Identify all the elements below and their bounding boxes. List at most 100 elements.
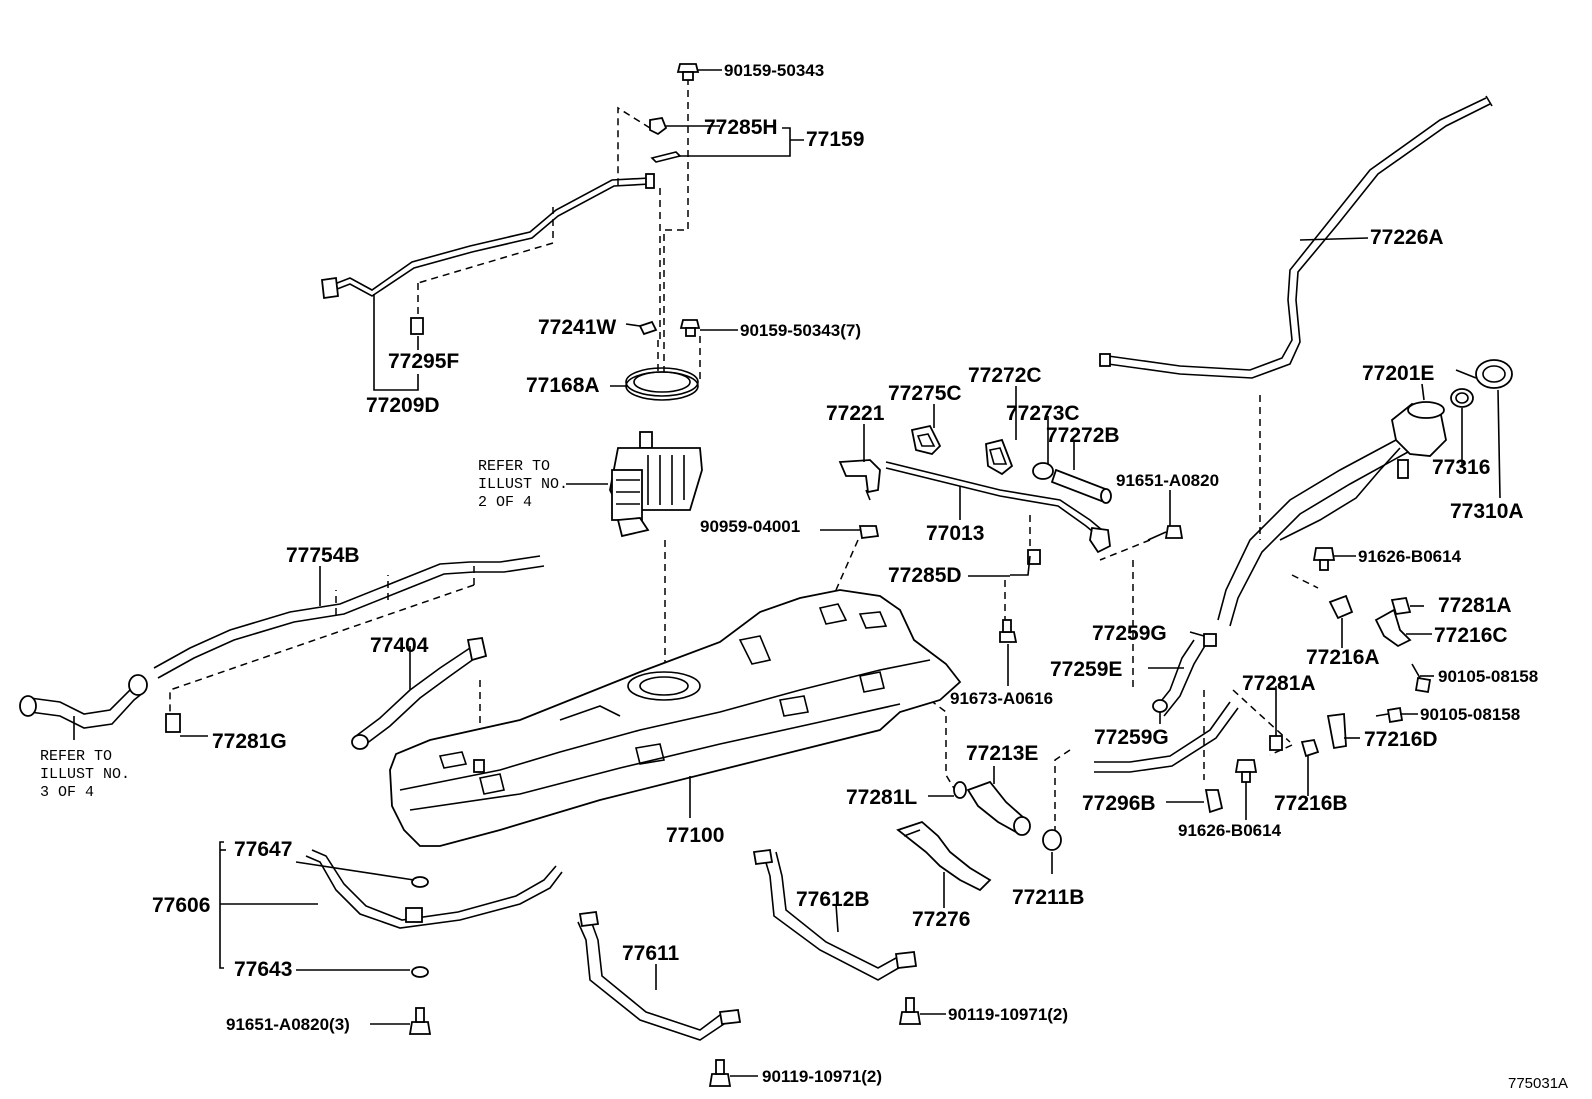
filler-pipe-77226A [1099,95,1493,379]
part-label: 77221 [826,402,885,425]
hose-77296B [1094,701,1239,814]
part-label: 77159 [806,128,864,151]
bolt-90159-50343 [676,63,700,81]
part-label: 77241W [538,316,616,339]
part-label: 77272B [1046,424,1120,447]
packing-77272C [985,438,1014,476]
part-label: 77281A [1438,594,1512,617]
part-label: 77754B [286,544,360,567]
bolt-91673-A0616 [999,619,1018,643]
tank-band-77611 [577,910,742,1041]
part-label: 77310A [1450,500,1524,523]
note-line: ILLUST NO. [478,476,568,493]
part-label: 77216B [1274,792,1348,815]
part-label: 77612B [796,888,870,911]
filler-hose-lower-left [19,674,148,729]
clip-77216B [1300,738,1320,758]
part-label: 77316 [1432,456,1490,479]
part-label: 77285H [704,116,778,139]
clamp-77259G-upper [1203,633,1217,647]
dashed-lines [169,78,1319,830]
part-label: 77259G [1092,622,1167,645]
bracket-77216D [1326,712,1347,750]
clip-77241W [638,320,658,336]
washer-77643 [411,966,429,978]
refer-note-2-of-4: REFER TO ILLUST NO. 2 OF 4 [478,458,568,511]
part-label: 77285D [888,564,962,587]
part-label: 90159-50343 [724,61,824,80]
clamp-77259G-lower [1152,699,1168,713]
bracket-77216A [1328,594,1354,620]
clamp-77211B [1042,829,1062,851]
bracket-77216C [1374,608,1412,648]
part-label: 90959-04001 [700,517,800,536]
bolt-91651-A0820-3 [408,1007,432,1035]
gasket-77275C [910,424,942,455]
tube-77272B [1050,468,1112,504]
clip-77281A-lower [1269,735,1283,751]
clamp-77159 [650,151,682,163]
part-label: 77296B [1082,792,1156,815]
part-label: 77272C [968,364,1042,387]
part-label: 91626-B0614 [1178,821,1282,840]
part-label: 77213E [966,742,1038,765]
part-label: 77404 [370,634,429,657]
clip-90959-04001 [858,525,880,540]
fuel-pump-module [609,431,703,538]
part-label: 91651-A0820 [1116,471,1219,490]
leader-lines [73,69,1501,1077]
refer-note-3-of-4: REFER TO ILLUST NO. 3 OF 4 [40,748,130,801]
bolt-91626-B0614-upper [1312,547,1336,571]
clamp-77273C [1032,462,1054,480]
part-label: 77606 [152,894,210,917]
note-line: REFER TO [478,458,550,475]
note-line: 3 OF 4 [40,784,94,801]
fuel-tank-77100 [389,589,962,847]
part-label: 77273C [1006,402,1080,425]
note-line: ILLUST NO. [40,766,130,783]
bolt-90105-08158-upper [1411,663,1432,694]
gasket-77316 [1450,388,1474,408]
bolt-90159-50343-7 [679,319,701,337]
part-label: 77216D [1364,728,1438,751]
part-label: 77276 [912,908,970,931]
bolt-91651-A0820 [1147,525,1184,541]
note-line: 2 OF 4 [478,494,532,511]
part-label: 90119-10971(2) [948,1005,1068,1024]
part-label: 77201E [1362,362,1434,385]
part-label: 91651-A0820(3) [226,1015,350,1034]
part-label: 90105-08158 [1438,667,1538,686]
part-label: 90159-50343(7) [740,321,861,340]
bolt-91626-B0614-lower [1234,759,1258,783]
part-label: 77259E [1050,658,1122,681]
cap-77310A [1455,359,1513,389]
part-label: 77281L [846,786,917,809]
part-label: 77226A [1370,226,1444,249]
part-label: 77100 [666,824,724,847]
retainer-ring-77168A [625,367,699,401]
part-label: 77013 [926,522,984,545]
tank-band-77606 [305,849,563,929]
part-label: 77209D [366,394,440,417]
part-label: 77643 [234,958,292,981]
part-label: 90119-10971(2) [762,1067,882,1086]
tube-77209D [321,173,655,300]
hose-77213E [966,780,1031,836]
note-line: REFER TO [40,748,112,765]
part-label: 91626-B0614 [1358,547,1462,566]
figure-id: 775031A [1508,1075,1568,1092]
part-label: 77168A [526,374,600,397]
part-label: 77216C [1434,624,1508,647]
hose-77221 [838,459,881,501]
washer-77647 [411,876,429,888]
part-label: 77281A [1242,672,1316,695]
clip-77295F [410,317,424,335]
tube-77013 [885,461,1111,554]
part-label: 77259G [1094,726,1169,749]
part-label: 90105-08158 [1420,705,1520,724]
bolt-90105-08158-lower [1375,706,1404,724]
part-label: 77295F [388,350,459,373]
part-label: 77211B [1012,886,1084,909]
